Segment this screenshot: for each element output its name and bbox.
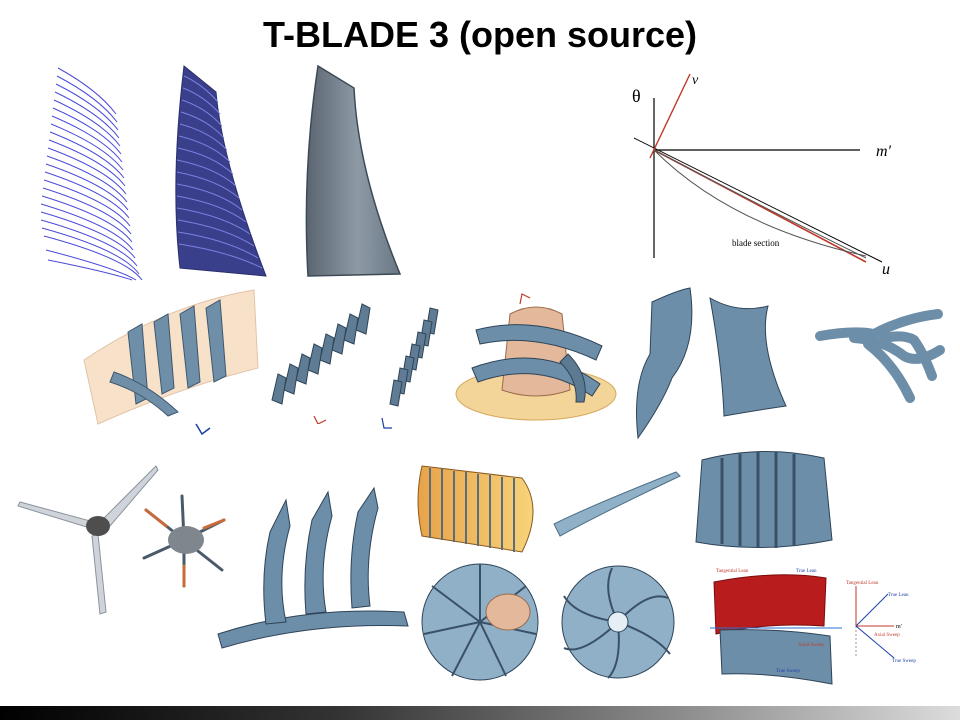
gold-multistage-rotor — [417, 465, 534, 553]
lean-vector-true-lean-label: True Lean — [888, 593, 909, 598]
branching-pipes — [815, 309, 945, 403]
theta-label: θ — [632, 86, 641, 106]
lean-vector-tangential-lean-label: Tangential Lean — [846, 581, 879, 586]
lean-vector-mprime-label: m′ — [896, 624, 903, 630]
coordinate-diagram: θ v m′ u blade section — [632, 73, 892, 278]
radial-impeller-blue — [561, 565, 675, 679]
blades-on-platform — [217, 486, 409, 649]
inducer-on-disc — [455, 293, 617, 421]
slide-title: T-BLADE 3 (open source) — [262, 14, 698, 55]
lean-render-true-lean-label: True Lean — [796, 569, 817, 574]
u-label: u — [882, 261, 890, 278]
lean-sweep-vector-diagram: Tangential Lean True Lean m′ Axial Sweep… — [846, 581, 916, 664]
multistage-casing — [695, 451, 833, 548]
blade-solid-surface — [305, 64, 402, 277]
cascade-blades-on-sector — [83, 289, 259, 436]
lean-vector-axial-sweep-label: Axial Sweep — [874, 633, 900, 638]
wind-turbine-hub — [142, 494, 226, 588]
lean-sweep-render: Tangential Lean True Lean Axial Sweep Tr… — [710, 569, 842, 685]
footer-gradient-bar — [0, 706, 960, 720]
blade-section-label: blade section — [732, 238, 780, 248]
v-label: v — [692, 73, 699, 88]
mprime-label: m′ — [876, 143, 892, 160]
lean-render-axial-sweep-label: Axial Sweep — [798, 643, 824, 648]
blade-row-two — [381, 307, 439, 429]
blade-wireframe-sections — [40, 67, 143, 281]
lean-render-tangential-lean-label: Tangential Lean — [716, 569, 749, 574]
wind-turbine-three-blade — [17, 465, 159, 615]
blade-lofted-wires — [175, 65, 267, 277]
lean-render-true-sweep-label: True Sweep — [776, 669, 800, 674]
lean-vector-true-sweep-label: True Sweep — [892, 659, 916, 664]
twisted-blade-pair — [636, 287, 787, 440]
long-slender-blade — [553, 471, 681, 537]
blade-row-one — [271, 303, 371, 424]
centrifugal-impeller-orange — [421, 563, 539, 681]
